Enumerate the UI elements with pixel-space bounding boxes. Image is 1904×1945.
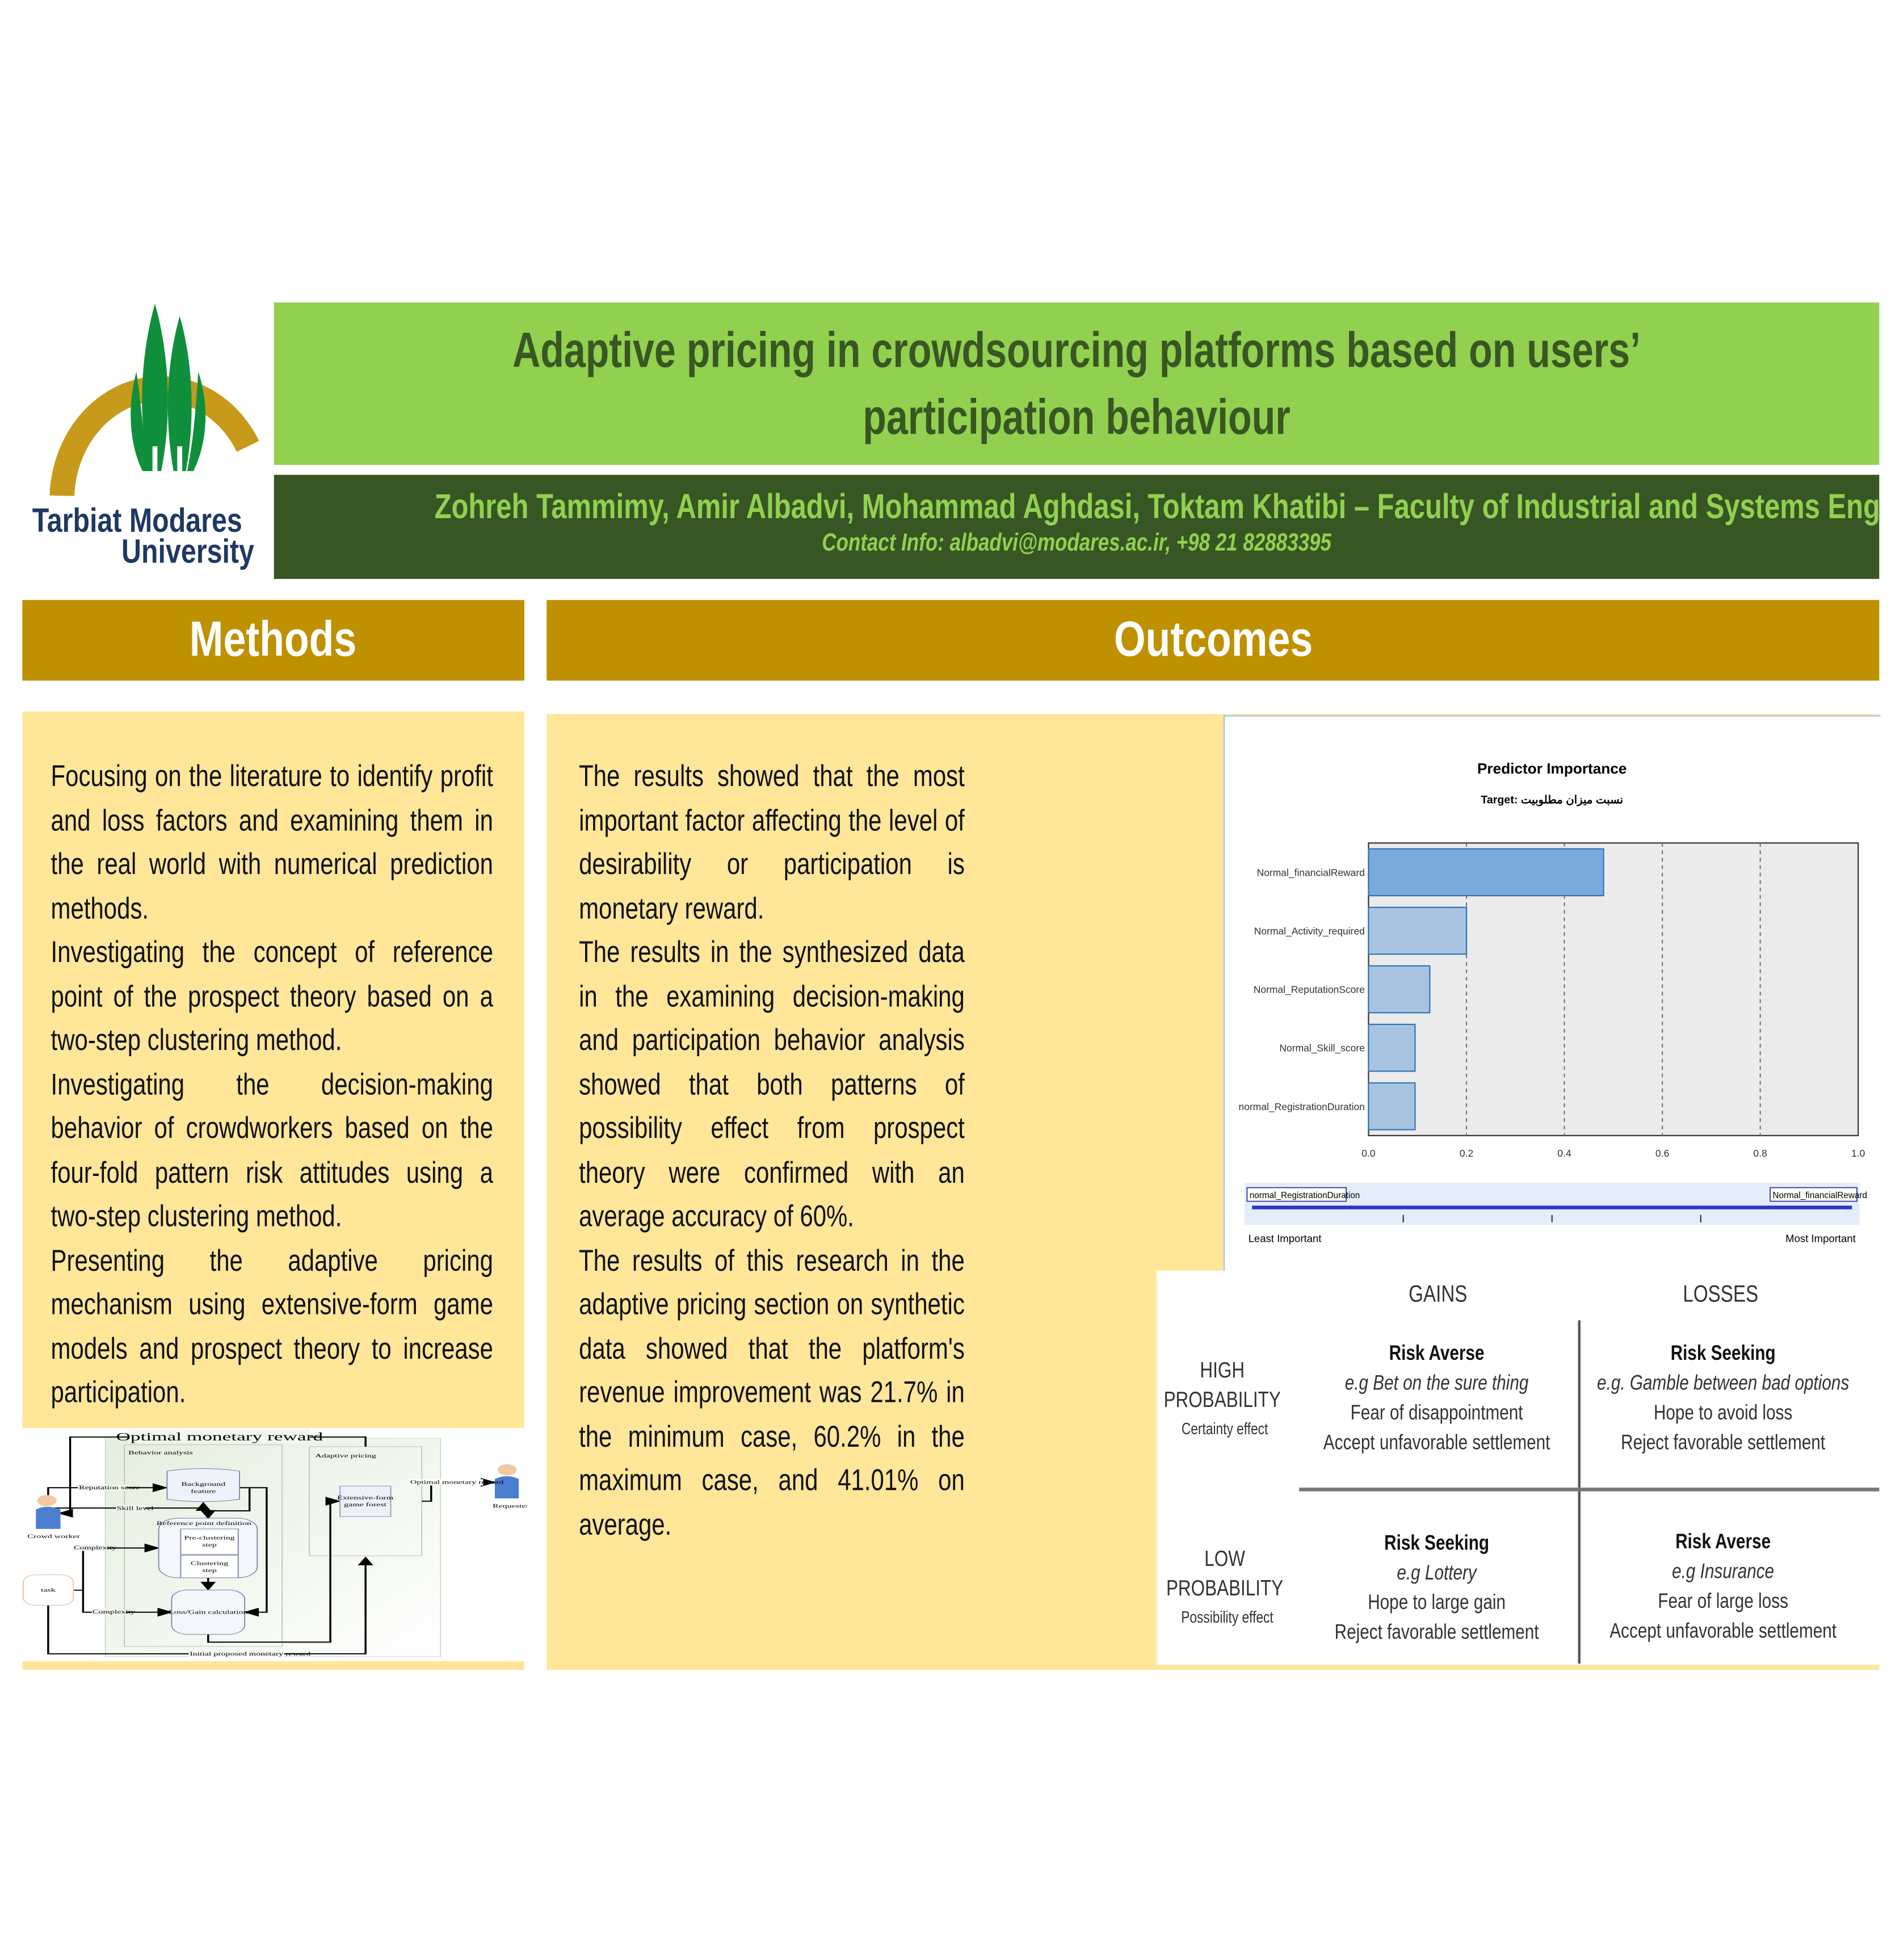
crowd-worker-icon xyxy=(36,1495,61,1529)
losses-header: LOSSES xyxy=(1683,1282,1759,1308)
bar-Normal_ReputationScore xyxy=(1368,965,1431,1014)
university-logo: Tarbiat Modares University xyxy=(32,297,260,573)
requester-icon xyxy=(494,1464,519,1499)
authors-banner: Zohreh Tammimy, Amir Albadvi, Mohammad A… xyxy=(274,474,1880,579)
methods-paragraph: Presenting the adaptive pricing mechanis… xyxy=(51,1244,493,1410)
svg-text:Crowd worker: Crowd worker xyxy=(27,1534,80,1540)
poster-title: Adaptive pricing in crowdsourcing platfo… xyxy=(512,323,1641,445)
low-label: LOW xyxy=(1204,1545,1245,1571)
y-category-label: normal_RegistrationDuration xyxy=(1239,1101,1365,1113)
bar-Normal_Activity_required xyxy=(1368,906,1468,955)
certainty-effect-label: Certainty effect xyxy=(1181,1419,1268,1438)
bar-Normal_financialReward xyxy=(1368,848,1604,897)
authors-line: Zohreh Tammimy, Amir Albadvi, Mohammad A… xyxy=(434,487,1880,526)
methods-heading: Methods xyxy=(22,600,524,681)
svg-text:Extensive-form: Extensive-form xyxy=(337,1495,393,1501)
y-category-label: Normal_Skill_score xyxy=(1279,1043,1364,1055)
bar-normal_RegistrationDuration xyxy=(1368,1082,1416,1131)
x-tick-label: 1.0 xyxy=(1851,1148,1865,1159)
svg-text:Clustering: Clustering xyxy=(191,1560,229,1566)
outcomes-text: The results showed that the most importa… xyxy=(579,755,965,1547)
high-probability-label: PROBABILITY xyxy=(1163,1387,1281,1412)
svg-text:Background: Background xyxy=(181,1481,226,1488)
outer-frame xyxy=(104,1438,442,1657)
x-tick-label: 0.0 xyxy=(1361,1148,1376,1159)
outcomes-heading-text: Outcomes xyxy=(1113,612,1313,667)
logo-emblem-icon xyxy=(49,304,259,497)
y-category-label: Normal_ReputationScore xyxy=(1254,984,1365,996)
behavior-analysis-label: Behavior analysis xyxy=(128,1450,193,1456)
background-feature-store xyxy=(166,1468,240,1502)
svg-text:feature: feature xyxy=(191,1488,216,1494)
x-tick-label: 0.6 xyxy=(1655,1148,1669,1159)
fourfold-pattern-table: GAINS LOSSES HIGH PROBABILITY Certainty … xyxy=(1156,1270,1880,1665)
x-tick-label: 0.2 xyxy=(1460,1148,1473,1159)
outcomes-heading: Outcomes xyxy=(547,600,1880,681)
svg-text:Requester: Requester xyxy=(493,1503,527,1509)
methods-flow-diagram: Behavior analysis Adaptive pricing Backg… xyxy=(22,1428,527,1661)
adaptive-pricing-label: Adaptive pricing xyxy=(315,1452,376,1459)
svg-text:Loss/Gain calculation: Loss/Gain calculation xyxy=(169,1609,248,1615)
chart-title: Predictor Importance xyxy=(1477,760,1627,777)
x-tick-label: 0.8 xyxy=(1754,1148,1767,1159)
methods-panel: Focusing on the literature to identify p… xyxy=(22,711,524,1670)
horizontal-divider xyxy=(1299,1488,1880,1492)
least-important-variable: normal_RegistrationDuration xyxy=(1250,1191,1360,1200)
high-label: HIGH xyxy=(1200,1357,1245,1383)
y-category-label: Normal_financialReward xyxy=(1257,867,1365,879)
logo-text-line1: Tarbiat Modares xyxy=(32,502,242,540)
svg-text:game forest: game forest xyxy=(344,1501,386,1507)
svg-text:Pre-clustering: Pre-clustering xyxy=(184,1535,235,1541)
most-important-variable: Normal_financialReward xyxy=(1773,1191,1867,1200)
x-tick-label: 0.4 xyxy=(1557,1148,1571,1159)
svg-text:task: task xyxy=(41,1587,56,1593)
y-category-label: Normal_Activity_required xyxy=(1254,926,1365,938)
task-box xyxy=(23,1574,74,1606)
loss-gain-box xyxy=(171,1589,245,1635)
svg-text:Reputation score: Reputation score xyxy=(79,1484,140,1490)
possibility-effect-label: Possibility effect xyxy=(1181,1608,1273,1627)
gains-header: GAINS xyxy=(1409,1282,1468,1308)
svg-text:Complexity: Complexity xyxy=(74,1545,117,1551)
logo-text-line2: University xyxy=(121,533,254,570)
chart-subtitle: Target: نسبت میزان مطلوبیت xyxy=(1481,793,1623,806)
methods-heading-text: Methods xyxy=(190,612,357,667)
svg-text:Optimal monetary reward: Optimal monetary reward xyxy=(410,1479,504,1485)
outcomes-paragraph: The results of this research in the adap… xyxy=(579,1244,965,1542)
low-probability-label: PROBABILITY xyxy=(1166,1576,1284,1600)
svg-text:Reference point definition: Reference point definition xyxy=(157,1520,252,1527)
svg-text:Initial proposed monetary rewa: Initial proposed monetary reward xyxy=(190,1650,310,1657)
outcomes-paragraph: The results showed that the most importa… xyxy=(579,759,965,926)
optimal-reward-top-label: Optimal monetary reward xyxy=(116,1430,323,1443)
game-forest-box xyxy=(339,1485,392,1517)
most-important-label: Most Important xyxy=(1785,1233,1856,1245)
behavior-analysis-frame xyxy=(124,1444,283,1647)
contact-info: Contact Info: albadvi@modares.ac.ir, +98… xyxy=(822,529,1331,557)
least-important-label: Least Important xyxy=(1249,1233,1322,1245)
svg-text:step: step xyxy=(202,1541,217,1548)
svg-text:Skill level: Skill level xyxy=(117,1505,154,1511)
svg-text:step: step xyxy=(202,1567,217,1573)
plot-area xyxy=(1368,842,1859,1136)
svg-text:Complexity: Complexity xyxy=(93,1609,136,1615)
methods-paragraph: Focusing on the literature to identify p… xyxy=(51,759,493,926)
title-banner: Adaptive pricing in crowdsourcing platfo… xyxy=(274,302,1880,465)
methods-paragraph: Investigating the decision-making behavi… xyxy=(51,1068,493,1234)
vertical-divider xyxy=(1578,1320,1581,1664)
chart-svg: Predictor Importance Target: نسبت میزان … xyxy=(1239,760,1867,1245)
methods-paragraph: Investigating the concept of reference p… xyxy=(51,936,493,1058)
methods-text: Focusing on the literature to identify p… xyxy=(51,755,493,1415)
predictor-importance-chart: Predictor Importance Target: نسبت میزان … xyxy=(1223,715,1881,1274)
bar-Normal_Skill_score xyxy=(1368,1023,1416,1072)
outcomes-paragraph: The results in the synthesized data in t… xyxy=(579,936,965,1234)
